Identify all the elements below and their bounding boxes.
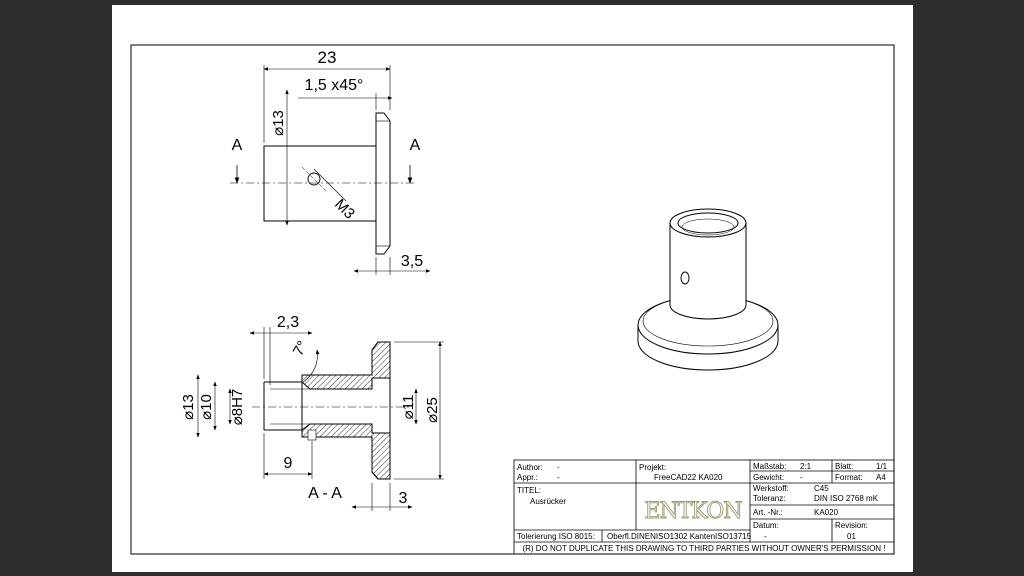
front-view-dimensions: 23 1,5 x45° ⌀13 M3 3,5 A A — [232, 48, 424, 270]
artnr-value: KA020 — [814, 508, 839, 517]
datum-value: - — [764, 532, 767, 541]
massstab-value: 2:1 — [800, 462, 812, 471]
author-value: - — [557, 463, 560, 472]
appr-label: Appr.: — [517, 473, 538, 482]
dim-chamfer-text: 1,5 x45° — [305, 77, 364, 94]
title-block — [513, 459, 895, 555]
blatt-label: Blatt: — [835, 462, 853, 471]
author-label: Author: — [517, 463, 543, 472]
werkstoff-value: C45 — [814, 484, 829, 493]
massstab-label: Maßstab: — [753, 462, 786, 471]
technical-drawing: 23 1,5 x45° ⌀13 M3 3,5 A A — [130, 44, 895, 555]
tolerierung-text: Tolerierung ISO 8015: — [517, 532, 595, 541]
dim-angle-text: 7° — [290, 338, 312, 359]
dim-d8-text: ⌀8H7 — [229, 389, 246, 426]
dim-length-text: 23 — [318, 48, 337, 67]
section-mark-left: A — [232, 137, 243, 154]
section-label: A - A — [308, 485, 342, 502]
dim-top-text: 2,3 — [277, 314, 299, 331]
dim-9-text: 9 — [284, 455, 293, 472]
revision-value: 01 — [847, 532, 856, 541]
section-mark-right: A — [410, 137, 421, 154]
isometric-view — [637, 208, 779, 371]
copyright-notice: (R) DO NOT DUPLICATE THIS DRAWING TO THI… — [522, 544, 885, 553]
blatt-value: 1/1 — [876, 462, 888, 471]
section-view — [196, 327, 444, 511]
dim-thread-text: M3 — [331, 196, 358, 223]
appr-value: - — [557, 473, 560, 482]
gewicht-value: - — [800, 473, 803, 482]
drawing-frame — [130, 44, 895, 555]
drawing-sheet: 23 1,5 x45° ⌀13 M3 3,5 A A — [112, 5, 913, 572]
front-view — [230, 65, 431, 275]
dim-d11-text: ⌀11 — [400, 395, 417, 420]
artnr-label: Art. -Nr.: — [753, 508, 783, 517]
titel-value: Ausrücker — [530, 497, 566, 506]
gewicht-label: Gewicht: — [753, 473, 784, 482]
revision-label: Revision: — [835, 521, 868, 530]
dim-d10-text: ⌀10 — [198, 394, 215, 420]
format-value: A4 — [876, 473, 886, 482]
section-view-dimensions: 2,3 7° ⌀13 ⌀10 ⌀8H7 ⌀11 ⌀25 9 3 A - A — [180, 314, 441, 507]
projekt-value: FreeCAD22 KA020 — [654, 473, 723, 482]
dim-d25-text: ⌀25 — [424, 397, 441, 423]
format-label: Format: — [835, 473, 863, 482]
dim-diameter-text: ⌀13 — [270, 110, 287, 136]
company-logo: ENTKON — [644, 499, 742, 524]
dim-d13-text: ⌀13 — [180, 394, 197, 420]
toleranz-value: DIN ISO 2768 mK — [814, 494, 879, 503]
toleranz-label: Toleranz: — [753, 494, 785, 503]
projekt-label: Projekt: — [639, 463, 666, 472]
dim-3-text: 3 — [399, 490, 408, 507]
oberflaeche-text: Oberfl.DINENISO1302 KantenISO13715 — [607, 532, 752, 541]
dim-flange-text: 3,5 — [401, 253, 423, 270]
title-block-text: Author: - Appr.: - Projekt: FreeCAD22 KA… — [517, 462, 888, 553]
titel-label: TITEL: — [517, 486, 541, 495]
werkstoff-label: Werkstoff: — [753, 484, 789, 493]
datum-label: Datum: — [753, 521, 779, 530]
